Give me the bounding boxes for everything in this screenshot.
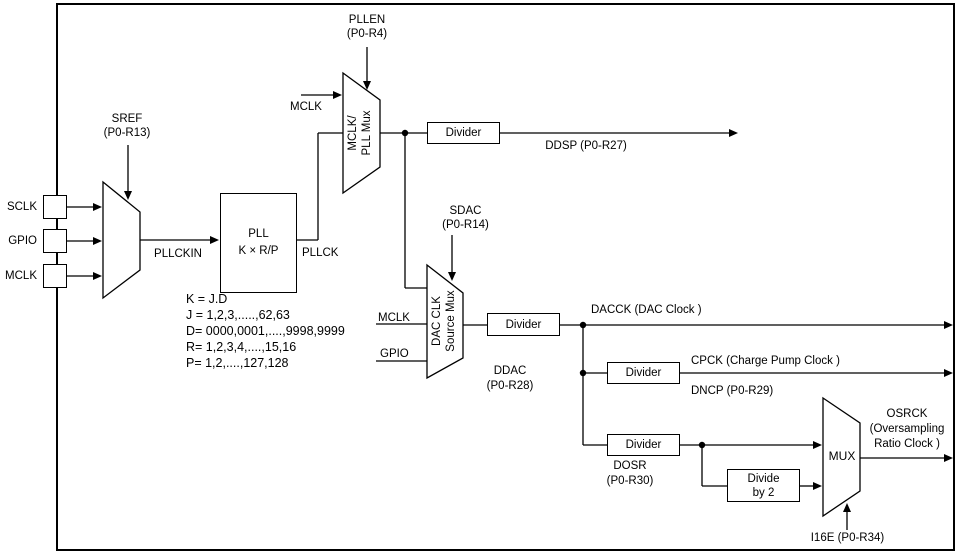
ddsp-output-label: DDSP (P0-R27) <box>545 140 627 152</box>
arrowheads <box>93 81 953 512</box>
osrck-mux-shape <box>822 396 861 518</box>
dac-clk-source-mux-label: DAC CLK Source Mux <box>431 290 457 352</box>
osrck-mux-label: MUX <box>828 449 856 463</box>
pll-block: PLL K × R/P <box>220 193 297 293</box>
dosr-reg-label: DOSR (P0-R30) <box>606 460 654 487</box>
i16e-control-label: I16E (P0-R34) <box>810 532 885 544</box>
wires <box>67 47 946 530</box>
pll-title: PLL <box>248 228 269 240</box>
sref-mux-shape <box>102 180 141 300</box>
dncp-reg-label: DNCP (P0-R29) <box>691 385 774 397</box>
pll-parameters: K = J.D J = 1,2,3,.....,62,63 D= 0000,00… <box>186 292 345 370</box>
mclk-pin-label: MCLK <box>5 270 37 282</box>
gpio-pin <box>43 229 67 253</box>
mclk-pll-mux-label: MCLK/ PLL Mux <box>347 110 373 156</box>
osrck-output-label: OSRCK (Oversampling Ratio Clock ) <box>869 408 945 450</box>
pll-formula: K × R/P <box>238 245 279 257</box>
ddac-reg-label: DDAC (P0-R28) <box>486 365 534 392</box>
dac-mux-gpio-label: GPIO <box>380 348 409 360</box>
sref-control-label: SREF (P0-R13) <box>103 113 151 139</box>
sclk-pin-label: SCLK <box>6 201 37 213</box>
divide-by-2-block: Divide by 2 <box>727 469 800 502</box>
sclk-pin <box>43 195 67 219</box>
gpio-pin-label: GPIO <box>8 235 37 247</box>
pllck-label: PLLCK <box>302 247 339 259</box>
mclk-pll-mux-shape <box>342 71 381 195</box>
dac-divider-block: Divider <box>487 313 560 336</box>
dac-clk-source-mux-shape <box>426 263 464 380</box>
junction-dots <box>401 129 706 449</box>
dsp-divider-block: Divider <box>427 122 500 144</box>
sdac-control-label: SDAC (P0-R14) <box>442 205 489 231</box>
dac-mux-mclk-label: MCLK <box>378 312 410 324</box>
pllen-control-label: PLLEN (P0-R4) <box>346 14 388 40</box>
mclk-pin <box>43 264 67 288</box>
cpck-output-label: CPCK (Charge Pump Clock ) <box>691 355 840 367</box>
pllckin-label: PLLCKIN <box>154 248 202 260</box>
cp-divider-block: Divider <box>607 362 680 384</box>
osr-divider-block: Divider <box>607 434 680 456</box>
mclk-input-label: MCLK <box>290 101 322 113</box>
dacck-output-label: DACCK (DAC Clock ) <box>591 304 702 316</box>
